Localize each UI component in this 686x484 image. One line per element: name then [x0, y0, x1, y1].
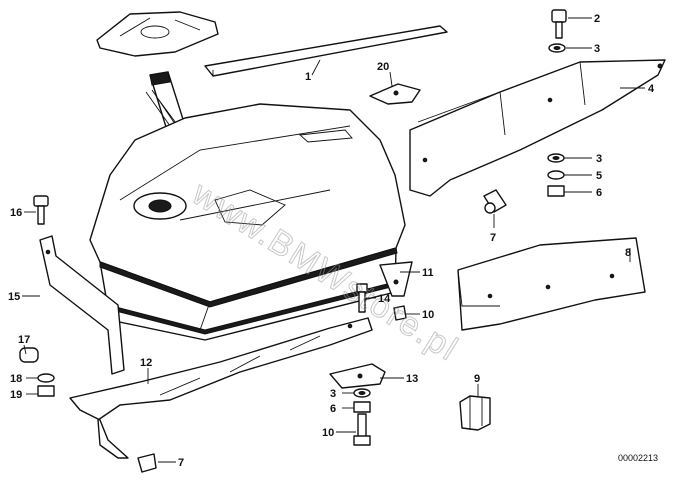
bolt-part-10-right [393, 305, 407, 321]
tab-part-11 [379, 261, 413, 297]
washer-part-3-top [548, 43, 566, 53]
nut-part-19 [37, 385, 55, 397]
callout-7-top: 7 [490, 232, 496, 244]
callout-6-top: 6 [596, 187, 602, 199]
washer-part-3-mid [547, 153, 565, 163]
callout-2: 2 [594, 13, 600, 25]
nut-part-6-top [547, 185, 565, 197]
strap-part-15 [39, 235, 125, 375]
shield-part-8 [457, 237, 646, 331]
plug-part-7-bottom [137, 453, 157, 473]
bolt-part-10-bottom [353, 413, 371, 446]
callout-11: 11 [422, 267, 434, 279]
fuel-tank [89, 103, 406, 341]
callout-18: 18 [10, 373, 22, 385]
callout-16: 16 [10, 207, 22, 219]
strap-part-12 [69, 317, 373, 459]
callout-17: 17 [18, 334, 30, 346]
callout-6-bottom: 6 [330, 403, 336, 415]
strip-part-1 [204, 25, 448, 77]
leader-lines [22, 17, 645, 463]
callout-4: 4 [648, 83, 655, 95]
callout-8: 8 [625, 247, 631, 259]
bracket-part-13 [329, 363, 386, 389]
callout-labels: 1 2 3 4 3 5 6 7 8 9 10 11 12 13 14 15 16… [8, 13, 655, 469]
clip-part-9 [459, 395, 491, 431]
washer-part-18 [37, 373, 55, 383]
bracket-part-20 [369, 83, 421, 105]
callout-13: 13 [406, 373, 418, 385]
callout-20: 20 [377, 61, 389, 73]
callout-9: 9 [474, 373, 480, 385]
callout-1: 1 [305, 71, 311, 83]
filler-neck-cover-plate [96, 11, 219, 57]
callout-3-bottom: 3 [330, 388, 336, 400]
bolt-part-14 [356, 283, 368, 313]
callout-14: 14 [378, 293, 391, 305]
callout-5: 5 [596, 170, 602, 182]
callout-15: 15 [8, 291, 20, 303]
callout-19: 19 [10, 389, 22, 401]
callout-3-mid: 3 [596, 153, 602, 165]
plug-part-7-top [483, 189, 507, 214]
bolt-part-16 [33, 195, 49, 225]
washer-part-3-bottom [353, 388, 371, 398]
lock-washer-part-5 [547, 170, 565, 180]
diagram-reference-number: 00002213 [618, 453, 658, 463]
plug-part-17 [19, 347, 39, 363]
nut-part-6-bottom [353, 401, 371, 413]
callout-7-bottom: 7 [178, 457, 184, 469]
bolt-part-2 [551, 9, 567, 39]
callout-3-top: 3 [594, 43, 600, 55]
heat-shield-part-4 [409, 59, 666, 197]
callout-10-bottom: 10 [322, 427, 334, 439]
callout-12: 12 [140, 357, 152, 369]
callout-10-right: 10 [422, 309, 434, 321]
